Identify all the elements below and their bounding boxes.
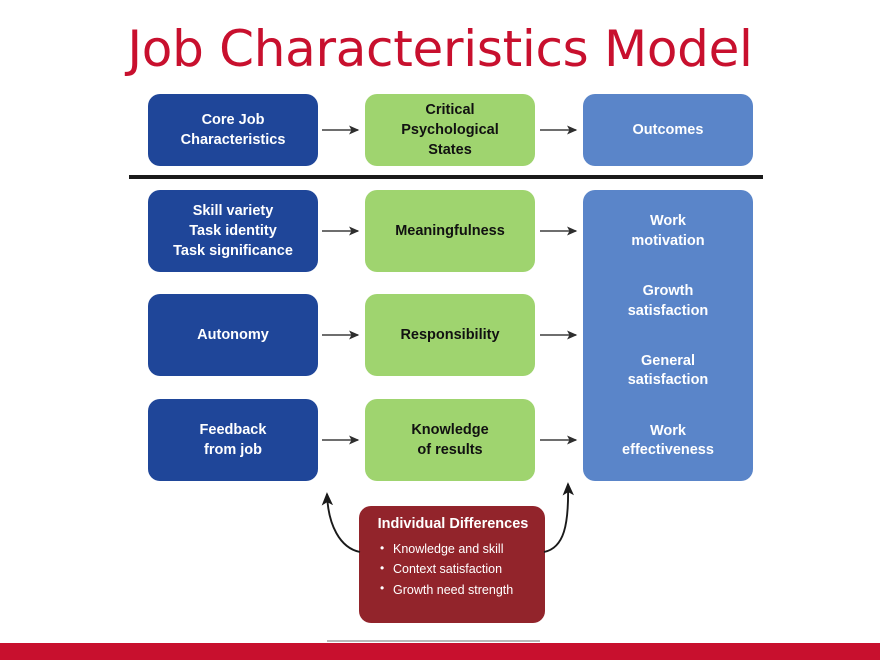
characteristic-2-line1: Autonomy — [197, 327, 269, 343]
outcome-1-line2: motivation — [631, 232, 705, 249]
characteristic-box-3: Feedback from job — [148, 399, 318, 481]
individual-differences-list: Knowledge and skill Context satisfaction… — [373, 538, 533, 600]
characteristic-1-line3: Task significance — [173, 243, 293, 259]
outcomes-panel: Work motivation Growth satisfaction Gene… — [583, 190, 753, 481]
state-box-2: Responsibility — [365, 294, 535, 376]
header-states-line2: Psychological — [401, 122, 499, 138]
characteristic-3-line2: from job — [204, 442, 262, 458]
outcome-item-2: Growth satisfaction — [628, 282, 709, 321]
characteristic-1-line1: Skill variety — [192, 203, 274, 219]
state-3-line1: Knowledge — [411, 422, 489, 438]
outcome-4-line1: Work — [649, 422, 686, 439]
arrow-individual-differences-left — [321, 492, 361, 553]
individual-differences-item-3: Growth need strength — [380, 579, 533, 600]
state-box-3: Knowledge of results — [365, 399, 535, 481]
state-1-line1: Meaningfulness — [395, 223, 505, 239]
footer-accent-bar — [0, 643, 880, 660]
outcome-4-line2: effectiveness — [622, 442, 714, 459]
characteristic-box-1: Skill variety Task identity Task signifi… — [148, 190, 318, 272]
individual-differences-item-1: Knowledge and skill — [380, 538, 533, 559]
outcome-3-line1: General — [641, 352, 695, 369]
state-box-1: Meaningfulness — [365, 190, 535, 272]
characteristic-box-2: Autonomy — [148, 294, 318, 376]
header-outcomes-line1: Outcomes — [632, 122, 704, 138]
characteristic-3-line1: Feedback — [199, 422, 267, 438]
header-box-core-job-characteristics: Core Job Characteristics — [148, 94, 318, 166]
individual-differences-title: Individual Differences — [377, 516, 529, 532]
outcome-3-line2: satisfaction — [627, 372, 709, 389]
outcome-item-4: Work effectiveness — [622, 422, 714, 461]
outcome-1-line1: Work — [650, 213, 686, 229]
state-3-line2: of results — [417, 442, 483, 458]
outcome-item-3: General satisfaction — [628, 352, 709, 391]
outcome-2-line1: Growth — [642, 282, 694, 299]
individual-differences-item-2: Context satisfaction — [380, 559, 533, 579]
header-box-outcomes: Outcomes — [583, 94, 753, 166]
header-states-line3: States — [428, 142, 472, 158]
header-states-line1: Critical — [425, 102, 475, 118]
individual-differences-box: Individual Differences Knowledge and ski… — [359, 506, 545, 623]
header-core-line2: Characteristics — [180, 132, 286, 148]
header-divider — [129, 175, 763, 179]
outcome-2-line2: satisfaction — [627, 302, 709, 319]
page-title: Job Characteristics Model — [127, 20, 753, 78]
header-core-line1: Core Job — [201, 112, 265, 128]
header-box-critical-psychological-states: Critical Psychological States — [365, 94, 535, 166]
state-2-line1: Responsibility — [400, 327, 500, 343]
footer-separator-line — [327, 640, 540, 642]
outcome-item-1: Work motivation — [631, 212, 704, 251]
characteristic-1-line2: Task identity — [189, 223, 277, 239]
arrow-individual-differences-right — [543, 482, 574, 553]
